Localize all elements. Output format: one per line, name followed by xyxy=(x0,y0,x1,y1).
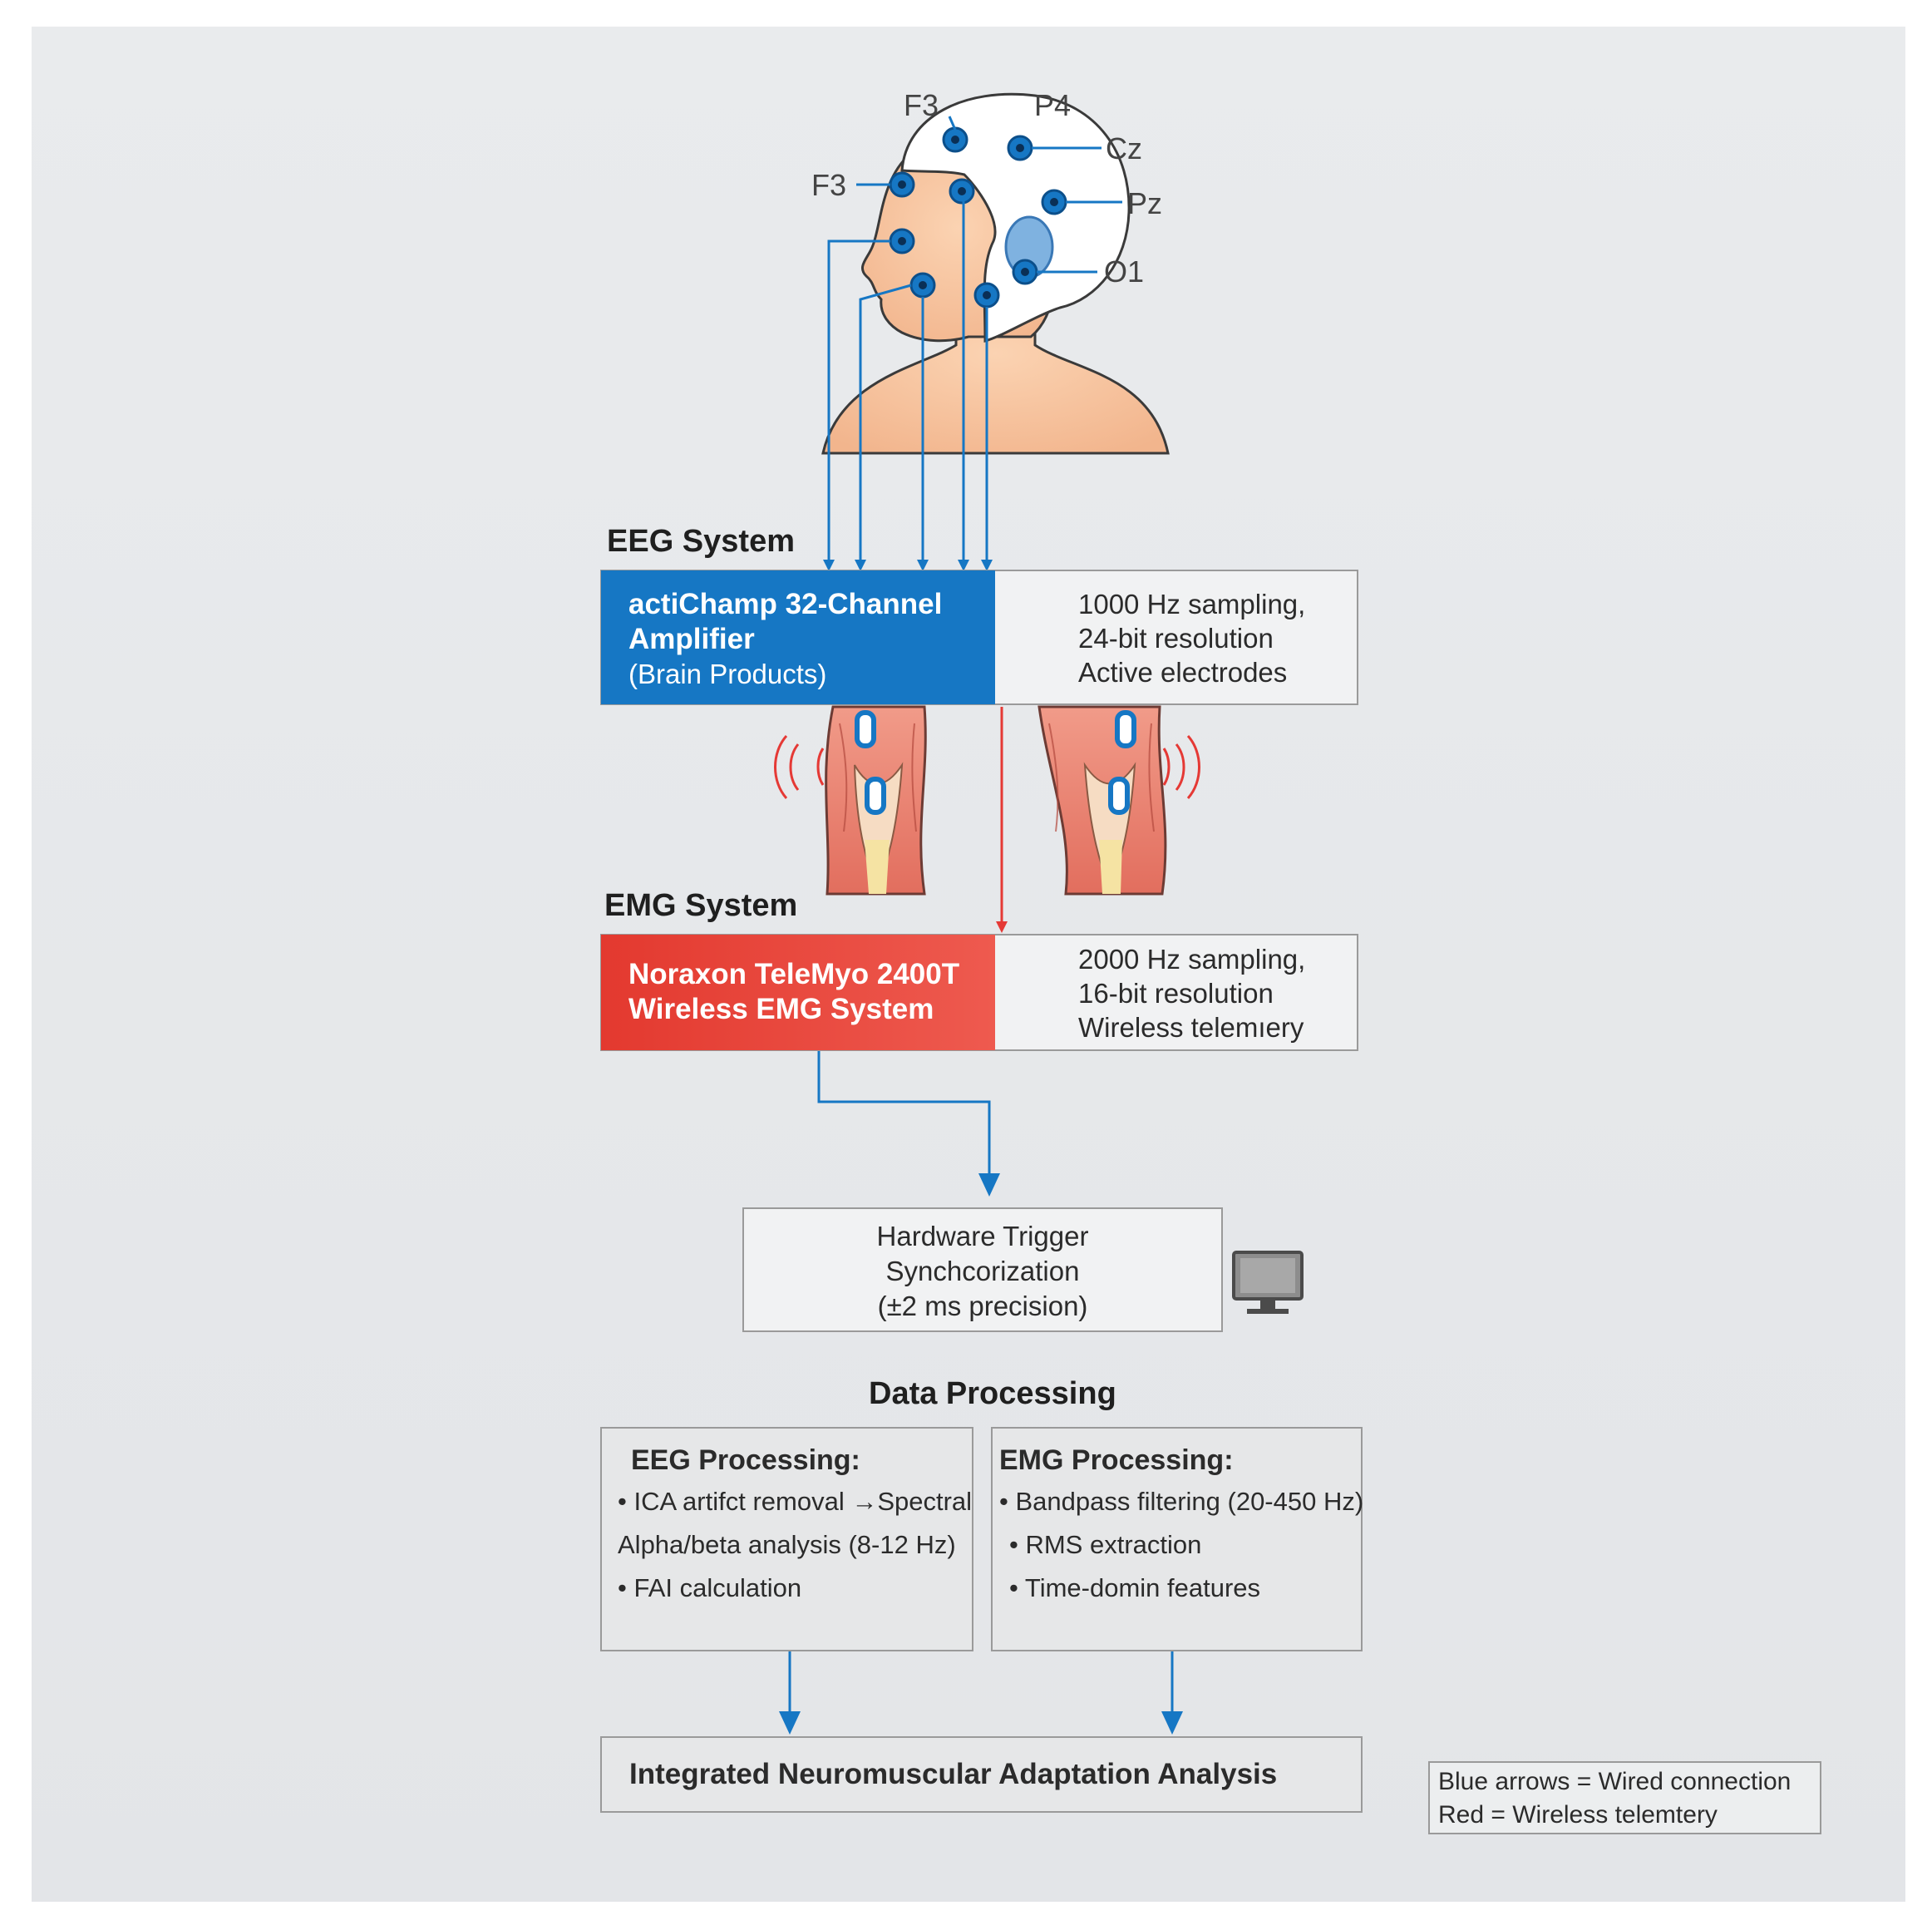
emg-spec-telemetry: Wireless telemıery xyxy=(1078,1012,1304,1043)
eeg-processing-item: • FAI calculation xyxy=(618,1573,802,1602)
emg-device-panel: Noraxon TeleMyo 2400T Wireless EMG Syste… xyxy=(601,935,995,1050)
electrode-label-p4: P4 xyxy=(1034,88,1072,122)
emg-sensor-icon xyxy=(1108,777,1130,815)
emg-processing-item: • Bandpass filtering (20-450 Hz) xyxy=(999,1487,1364,1516)
electrode-group xyxy=(889,126,1067,309)
eeg-wired-leads xyxy=(823,201,993,571)
eeg-cap-shape xyxy=(900,92,1131,343)
eeg-spec-resolution: 24-bit resolution xyxy=(1078,623,1274,654)
eeg-device-panel: actiChamp 32-Channel Amplifier (Brain Pr… xyxy=(601,570,995,704)
eeg-device-vendor: (Brain Products) xyxy=(628,659,827,689)
electrode-icon xyxy=(949,178,975,205)
electrode-icon xyxy=(889,228,915,254)
eeg-specs: 1000 Hz sampling, 24-bit resolution Acti… xyxy=(1078,587,1305,689)
emg-specs: 2000 Hz sampling, 16-bit resolution Wire… xyxy=(1078,942,1305,1044)
eeg-spec-electrodes: Active electrodes xyxy=(1078,657,1288,688)
electrode-icon xyxy=(889,171,915,198)
electrode-icon xyxy=(1012,259,1038,285)
emg-sensor-group xyxy=(855,710,1136,815)
emg-section-title: EMG System xyxy=(604,888,798,923)
emg-device-name-line2: Wireless EMG System xyxy=(628,993,934,1025)
legend-box: Blue arrows = Wired connection Red = Wir… xyxy=(1428,1761,1821,1834)
monitor-icon xyxy=(1232,1251,1304,1314)
right-knee-illustration xyxy=(1037,705,1167,896)
electrode-icon xyxy=(973,282,1000,309)
emg-processing-item: • RMS extraction xyxy=(1009,1530,1202,1559)
eeg-processing-item: Alpha/beta analysis (8-12 Hz) xyxy=(618,1530,956,1559)
sync-line-3: (±2 ms precision) xyxy=(877,1291,1088,1321)
sync-line-2: Synchcorization xyxy=(885,1256,1080,1286)
electrode-label-f3-top: F3 xyxy=(904,88,939,122)
emg-to-sync-arrow xyxy=(817,1049,1000,1197)
electrode-leader-lines xyxy=(856,116,1122,274)
eeg-processing-item: • ICA artifct removal →Spectral xyxy=(618,1487,973,1516)
electrode-label-f3-side: F3 xyxy=(811,168,847,202)
eeg-spec-sampling: 1000 Hz sampling, xyxy=(1078,589,1306,619)
electrode-icon xyxy=(909,272,936,299)
legend-wired: Blue arrows = Wired connection xyxy=(1438,1768,1792,1795)
emg-processing-title: EMG Processing: xyxy=(999,1444,1234,1476)
emg-sensor-icon xyxy=(855,710,876,748)
eeg-section-title: EEG System xyxy=(607,524,795,559)
emg-device-name-line1: Noraxon TeleMyo 2400T xyxy=(628,958,960,990)
electrode-icon xyxy=(1007,135,1033,161)
emg-spec-sampling: 2000 Hz sampling, xyxy=(1078,944,1306,975)
emg-sensor-icon xyxy=(1115,710,1136,748)
electrode-label-cz: Cz xyxy=(1106,131,1142,165)
electrode-icon xyxy=(942,126,968,153)
eeg-processing-box: EEG Processing: • ICA artifct removal →S… xyxy=(600,1427,973,1651)
processing-title: Data Processing xyxy=(869,1376,1116,1411)
emg-sensor-icon xyxy=(865,777,886,815)
eeg-device-name: actiChamp 32-Channel Amplifier xyxy=(628,588,943,655)
emg-processing-box: EMG Processing: • Bandpass filtering (20… xyxy=(991,1427,1363,1651)
integrated-analysis-label: Integrated Neuromuscular Adaptation Anal… xyxy=(629,1758,1278,1790)
wireless-signal-icon xyxy=(774,734,825,800)
emg-spec-resolution: 16-bit resolution xyxy=(1078,978,1274,1009)
eeg-processing-title: EEG Processing: xyxy=(631,1444,860,1476)
legend-wireless: Red = Wireless telemtery xyxy=(1438,1801,1718,1829)
sync-line-1: Hardware Trigger xyxy=(876,1221,1089,1251)
integrated-analysis-box: Integrated Neuromuscular Adaptation Anal… xyxy=(600,1736,1363,1813)
emg-processing-item: • Time-domin features xyxy=(1009,1573,1261,1602)
electrode-label-pz: Pz xyxy=(1127,186,1163,220)
sync-box: Hardware Trigger Synchcorization (±2 ms … xyxy=(742,1207,1223,1332)
wireless-signal-icon xyxy=(1162,734,1200,800)
electrode-icon xyxy=(1041,189,1067,215)
electrode-label-o1: O1 xyxy=(1104,254,1145,289)
